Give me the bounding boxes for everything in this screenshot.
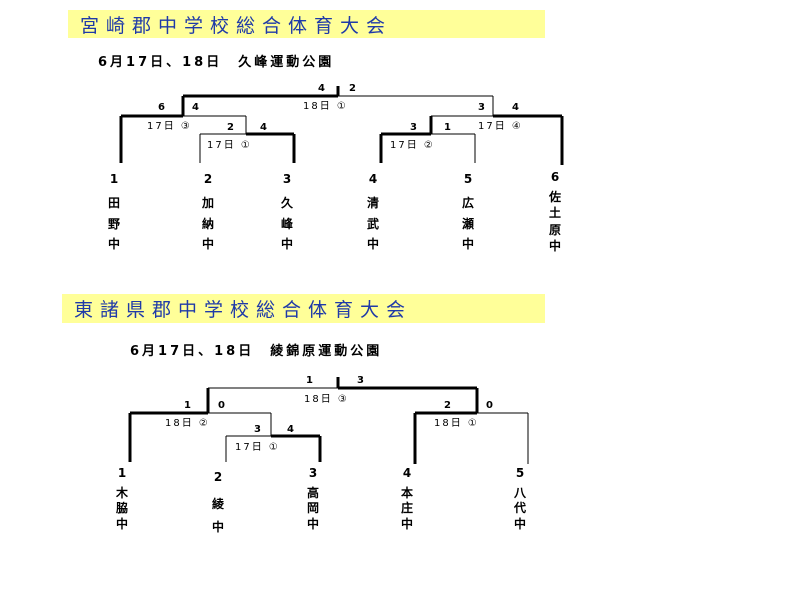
- team-number: 2: [213, 470, 223, 484]
- miyazaki-semi-left-score-b: 4: [192, 102, 199, 113]
- higashimorokata-final-date: 18日 ③: [304, 394, 349, 405]
- team-number: 4: [402, 466, 412, 480]
- higashimorokata-semi-right-date: 18日 ①: [434, 418, 479, 429]
- miyazaki-q2-score-b: 1: [444, 122, 451, 133]
- higashimorokata-final-match: [208, 377, 477, 390]
- team-name: 加 納 中: [201, 196, 214, 252]
- higashimorokata-q1-date: 17日 ①: [235, 442, 280, 453]
- miyazaki-q1-score-a: 2: [227, 122, 234, 133]
- miyazaki-semi-right-match: [431, 96, 564, 165]
- team-number: 6: [550, 170, 560, 184]
- higashimorokata-semi-left-match: [128, 388, 271, 462]
- higashimorokata-semi-right-score-b: 0: [486, 400, 493, 411]
- team-name: 田 野 中: [107, 196, 120, 252]
- higashimorokata-semi-right-match: [413, 388, 529, 464]
- team-name: 木 脇 中: [115, 485, 128, 531]
- miyazaki-final-match: [183, 86, 493, 98]
- higashimorokata-team-4: 4 本 庄 中: [392, 466, 422, 532]
- team-name: 久 峰 中: [280, 196, 293, 252]
- miyazaki-q2-date: 17日 ②: [390, 140, 435, 151]
- higashimorokata-team-2: 2 綾 中: [203, 466, 233, 538]
- team-name: 綾 中: [211, 496, 224, 534]
- higashimorokata-title: 東諸県郡中学校総合体育大会: [74, 299, 413, 321]
- team-number: 1: [117, 466, 127, 480]
- miyazaki-q2-score-a: 3: [410, 122, 417, 133]
- miyazaki-q1-score-b: 4: [260, 122, 267, 133]
- miyazaki-team-2: 2 加 納 中: [193, 169, 223, 255]
- team-number: 3: [308, 466, 318, 480]
- higashimorokata-q1-score-a: 3: [254, 424, 261, 435]
- miyazaki-final-score-left: 4: [318, 83, 325, 94]
- miyazaki-semi-right-score-a: 3: [478, 102, 485, 113]
- miyazaki-team-1: 1 田 野 中: [99, 169, 129, 255]
- miyazaki-semi-left-score-a: 6: [158, 102, 165, 113]
- higashimorokata-semi-left-score-a: 1: [184, 400, 191, 411]
- miyazaki-team-6: 6 佐 土 原 中: [540, 169, 570, 254]
- team-name: 佐 土 原 中: [548, 190, 561, 253]
- higashimorokata-team-1: 1 木 脇 中: [107, 466, 137, 532]
- higashimorokata-semi-left-date: 18日 ②: [165, 418, 210, 429]
- team-name: 本 庄 中: [400, 485, 413, 531]
- team-number: 4: [368, 172, 378, 186]
- higashimorokata-final-score-right: 3: [357, 375, 364, 386]
- team-number: 3: [282, 172, 292, 186]
- team-name: 高 岡 中: [306, 485, 319, 531]
- miyazaki-team-4: 4 清 武 中: [358, 169, 388, 255]
- higashimorokata-final-score-left: 1: [306, 375, 313, 386]
- higashimorokata-team-3: 3 高 岡 中: [298, 466, 328, 532]
- team-number: 5: [463, 172, 473, 186]
- higashimorokata-q1-score-b: 4: [287, 424, 294, 435]
- team-number: 2: [203, 172, 213, 186]
- miyazaki-team-5: 5 広 瀬 中: [453, 169, 483, 255]
- higashimorokata-title-banner: 東諸県郡中学校総合体育大会: [62, 294, 545, 323]
- higashimorokata-semi-right-score-a: 2: [444, 400, 451, 411]
- miyazaki-title-banner: 宮崎郡中学校総合体育大会: [68, 10, 545, 38]
- higashimorokata-team-5: 5 八 代 中: [505, 466, 535, 532]
- team-name: 広 瀬 中: [461, 196, 474, 252]
- miyazaki-title: 宮崎郡中学校総合体育大会: [80, 14, 393, 37]
- miyazaki-final-score-right: 2: [349, 83, 356, 94]
- miyazaki-q1-match: [199, 116, 296, 163]
- miyazaki-q2-match: [379, 116, 476, 163]
- team-number: 5: [515, 466, 525, 480]
- miyazaki-team-3: 3 久 峰 中: [272, 169, 302, 255]
- miyazaki-final-date: 18日 ①: [303, 101, 348, 112]
- miyazaki-semi-left-date: 17日 ③: [147, 121, 192, 132]
- miyazaki-q1-date: 17日 ①: [207, 140, 252, 151]
- team-number: 1: [109, 172, 119, 186]
- miyazaki-semi-left-match: [119, 96, 246, 163]
- higashimorokata-subtitle: 6月17日、18日 綾錦原運動公園: [130, 344, 383, 359]
- team-name: 八 代 中: [513, 485, 526, 531]
- team-name: 清 武 中: [366, 196, 379, 252]
- miyazaki-semi-right-score-b: 4: [512, 102, 519, 113]
- higashimorokata-q1-match: [225, 413, 322, 462]
- miyazaki-semi-right-date: 17日 ④: [478, 121, 523, 132]
- miyazaki-subtitle: 6月17日、18日 久峰運動公園: [98, 55, 335, 70]
- higashimorokata-semi-left-score-b: 0: [218, 400, 225, 411]
